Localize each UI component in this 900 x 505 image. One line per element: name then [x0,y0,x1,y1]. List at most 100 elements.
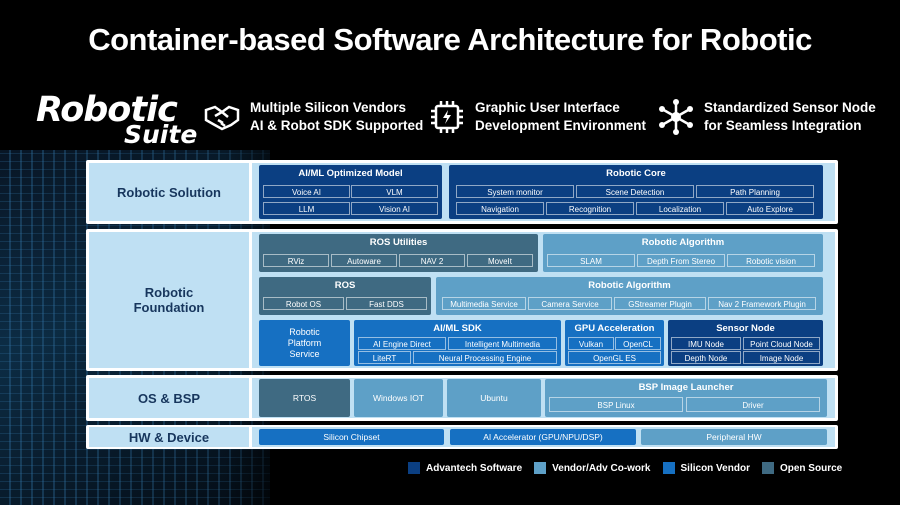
legend-item: Advantech Software [408,462,522,474]
network-node-icon [659,99,693,135]
block-ai-accelerator: AI Accelerator (GPU/NPU/DSP) [450,429,636,445]
cell-driver: Driver [686,397,820,412]
block-silicon-chipset: Silicon Chipset [259,429,444,445]
block-title: Robotic Core [606,168,666,179]
cell-imu-node: IMU Node [671,337,741,350]
block-title: AI/ML Optimized Model [298,168,403,179]
cell-navigation: Navigation [456,202,544,215]
block-title: Robotic Algorithm [641,237,725,248]
cell-opencl: OpenCL [615,337,661,350]
legend-swatch [408,462,420,474]
layer-label-foundation: Robotic Foundation [89,232,249,368]
block-gpu-acceleration: GPU Acceleration Vulkan OpenCL OpenGL ES [565,320,664,366]
cell-camera-service: Camera Service [528,297,612,310]
robotic-suite-logo: Robotic Suite [36,90,198,150]
layer-label-hw: HW & Device [89,427,249,447]
cell-recognition: Recognition [546,202,634,215]
cell-robot-os: Robot OS [263,297,344,310]
block-platform-service: Robotic Platform Service [259,320,350,366]
cell-auto-explore: Auto Explore [726,202,814,215]
block-rtos: RTOS [259,379,350,417]
legend-label: Vendor/Adv Co-work [552,462,651,474]
legend-swatch [534,462,547,474]
cell-nav2: NAV 2 [399,254,465,267]
block-peripheral-hw: Peripheral HW [641,429,827,445]
cell-litert: LiteRT [358,351,411,364]
feature-line1: Graphic User Interface [475,100,620,115]
cell-nav2-framework-plugin: Nav 2 Framework Plugin [708,297,816,310]
cell-moveit: MoveIt [467,254,533,267]
block-ubuntu: Ubuntu [447,379,541,417]
feature-line2: AI & Robot SDK Supported [250,118,424,133]
cell-fast-dds: Fast DDS [346,297,427,310]
logo-main-text: Robotic [36,90,178,130]
cell-llm: LLM [263,202,350,215]
block-ros: ROS Robot OS Fast DDS [259,277,431,315]
block-sensor-node: Sensor Node IMU Node Point Cloud Node De… [668,320,823,366]
chip-icon [431,101,463,133]
block-windows-iot: Windows IOT [354,379,443,417]
cell-bsp-linux: BSP Linux [549,397,683,412]
platform-service-line2: Platform [287,337,322,348]
legend: Advantech Software Vendor/Adv Co-work Si… [408,462,842,474]
block-robotic-algorithm-2: Robotic Algorithm Multimedia Service Cam… [436,277,823,315]
cell-opengl-es: OpenGL ES [568,351,661,364]
cell-rviz: RViz [263,254,329,267]
page-title: Container-based Software Architecture fo… [88,22,812,57]
legend-label: Advantech Software [426,462,523,474]
block-title: Robotic Algorithm [588,280,671,291]
block-bsp-image-launcher: BSP Image Launcher BSP Linux Driver [545,379,827,417]
block-title: GPU Acceleration [574,323,655,334]
cell-multimedia-service: Multimedia Service [442,297,526,310]
block-title: AI/ML SDK [433,323,482,334]
feature-line1: Standardized Sensor Node [704,100,876,115]
feature-gui: Graphic User Interface Development Envir… [428,98,646,136]
legend-item: Open Source [761,462,842,474]
handshake-icon [204,105,240,131]
feature-line2: Development Environment [475,118,647,133]
block-robotic-core: Robotic Core System monitor Scene Detect… [449,165,823,219]
layer-label-solution: Robotic Solution [89,163,249,221]
cell-vulkan: Vulkan [568,337,614,350]
block-title: Sensor Node [716,323,775,334]
layer-label-os: OS & BSP [89,378,249,418]
legend-item: Silicon Vendor [662,462,750,474]
legend-swatch [761,462,774,474]
cell-slam: SLAM [547,254,635,267]
block-robotic-algorithm-1: Robotic Algorithm SLAM Depth From Stereo… [543,234,823,272]
block-title: ROS [334,280,356,291]
cell-robotic-vision: Robotic vision [727,254,815,267]
cell-gstreamer-plugin: GStreamer Plugin [614,297,706,310]
block-aiml-model: AI/ML Optimized Model Voice AI VLM LLM V… [259,165,442,219]
legend-item: Vendor/Adv Co-work [534,462,651,474]
cell-ai-engine-direct: AI Engine Direct [358,337,446,350]
cell-depth-from-stereo: Depth From Stereo [637,254,725,267]
cell-image-node: Image Node [743,351,820,364]
platform-service-line1: Robotic [289,326,320,337]
cell-localization: Localization [636,202,724,215]
cell-depth-node: Depth Node [671,351,741,364]
legend-label: Silicon Vendor [680,462,750,474]
feature-line1: Multiple Silicon Vendors [250,100,407,115]
layer-label-line1: Robotic [144,285,194,300]
cell-intelligent-multimedia: Intelligent Multimedia [448,337,557,350]
feature-sensor-node: Standardized Sensor Node for Seamless In… [657,98,876,136]
block-ros-utilities: ROS Utilities RViz Autoware NAV 2 MoveIt [259,234,538,272]
cell-vision-ai: Vision AI [351,202,438,215]
cell-voice-ai: Voice AI [263,185,350,198]
cell-scene-detection: Scene Detection [576,185,694,198]
cell-neural-processing-engine: Neural Processing Engine [413,351,557,364]
block-title: BSP Image Launcher [638,382,734,393]
logo-sub-text: Suite [124,120,198,149]
cell-system-monitor: System monitor [456,185,574,198]
block-title: ROS Utilities [369,237,428,248]
platform-service-line3: Service [289,348,320,359]
block-aiml-sdk: AI/ML SDK AI Engine Direct Intelligent M… [354,320,561,366]
legend-swatch [662,462,675,474]
feature-line2: for Seamless Integration [704,118,862,133]
cell-point-cloud-node: Point Cloud Node [743,337,820,350]
cell-path-planning: Path Planning [696,185,814,198]
layer-label-line2: Foundation [133,300,205,315]
cell-vlm: VLM [351,185,438,198]
feature-silicon-vendors: Multiple Silicon Vendors AI & Robot SDK … [203,98,423,136]
